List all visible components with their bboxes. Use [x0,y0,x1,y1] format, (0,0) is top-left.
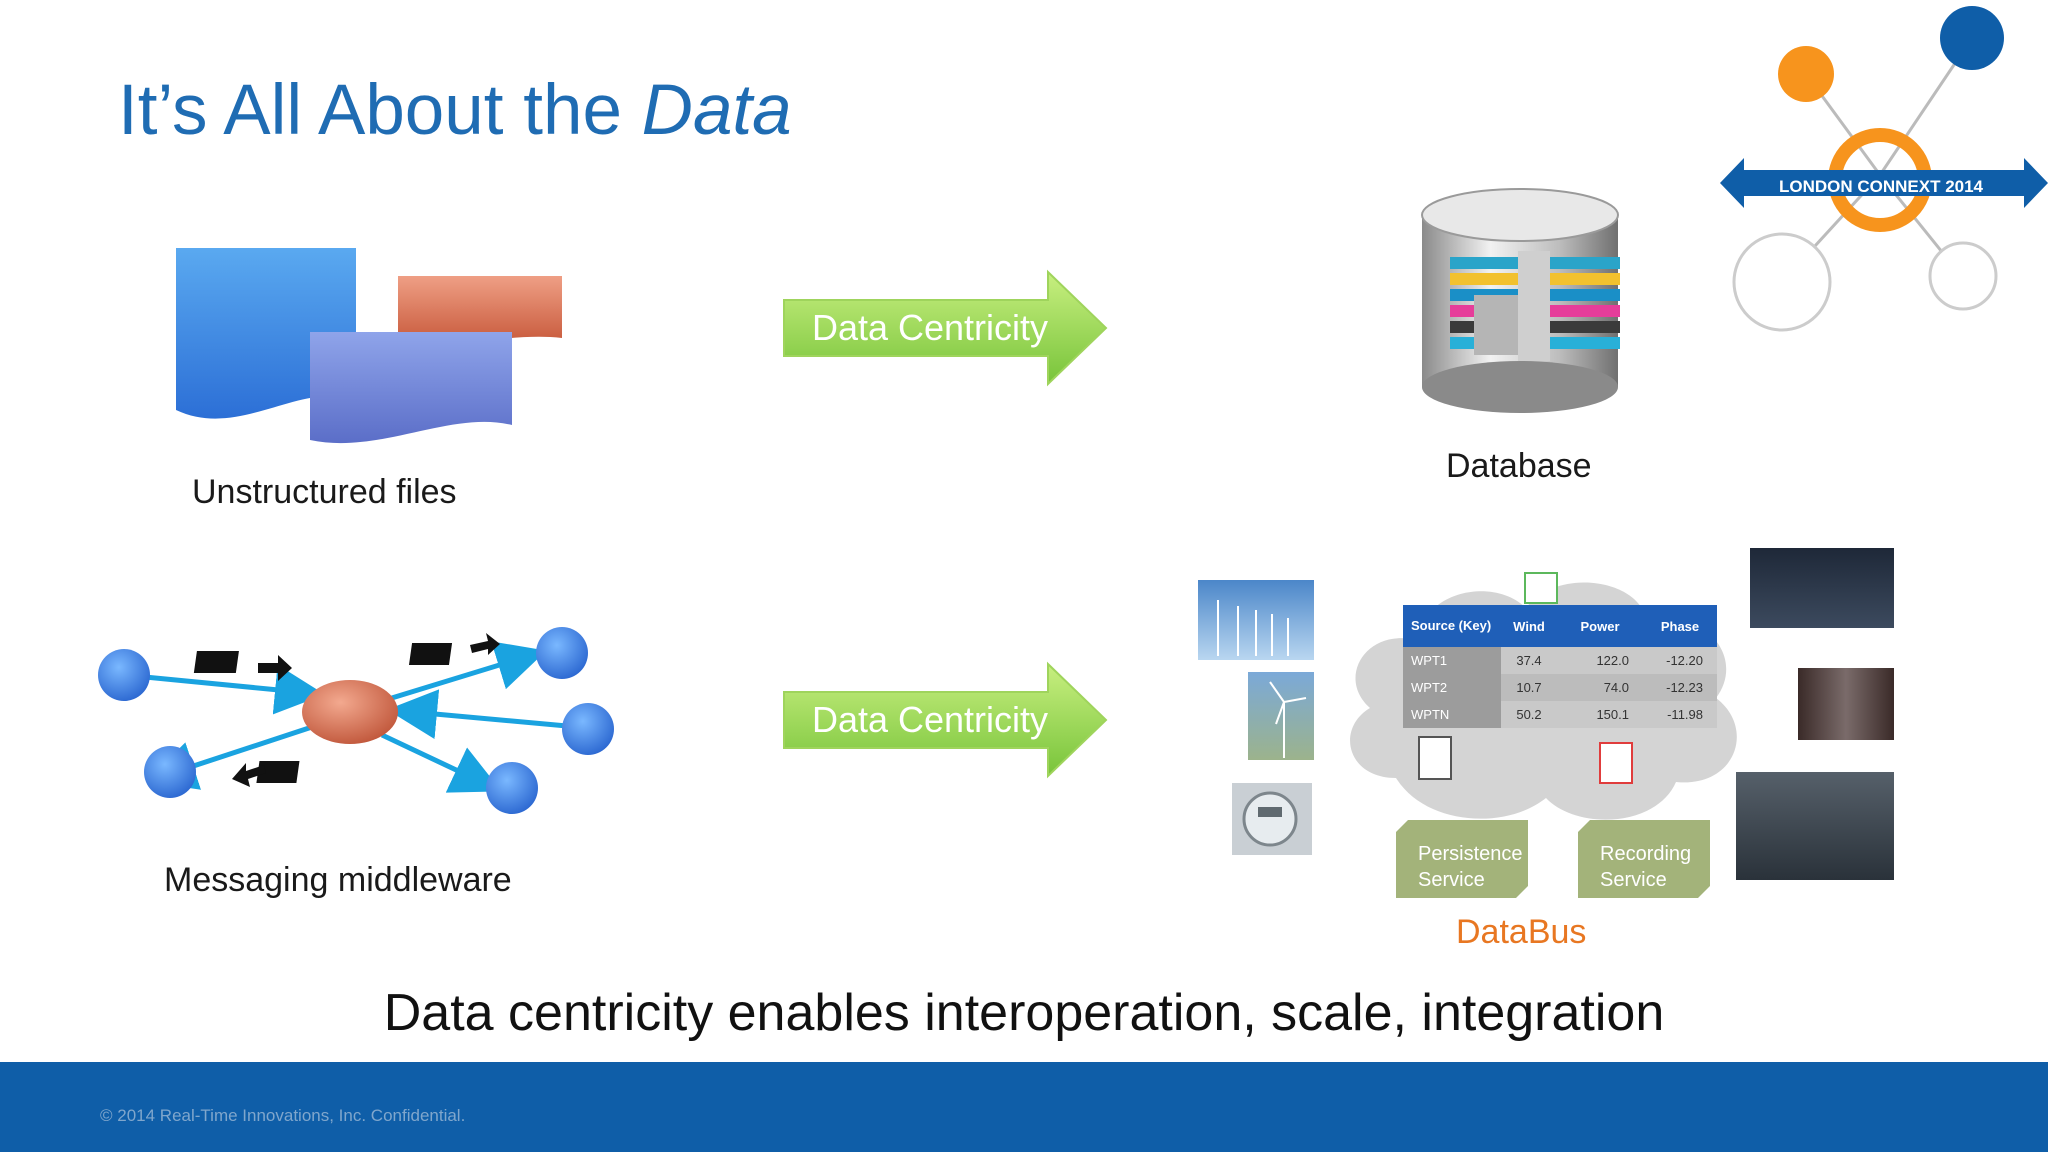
meter-photo [1232,783,1312,855]
title-emphasis: Data [641,71,792,150]
wind-farm-photo [1198,580,1314,660]
table-cell: -12.20 [1643,647,1717,674]
unstructured-files-label: Unstructured files [192,473,457,511]
copyright-text: © 2014 Real-Time Innovations, Inc. Confi… [100,1106,466,1125]
databus-label: DataBus [1456,913,1587,951]
table-cell: 74.0 [1557,674,1643,701]
table-cell: 10.7 [1501,674,1557,701]
table-cell: -11.98 [1643,701,1717,728]
table-header-source: Source (Key) [1411,617,1492,633]
table-cell: WPT2 [1411,680,1448,695]
services-graphic: Persistence Service Recording Service [1396,820,1710,898]
red-sample-icon [1599,742,1633,784]
unstructured-files-icon [176,248,562,444]
table-cell: 150.1 [1557,701,1643,728]
footer-bar [0,1062,2048,1152]
table-row: WPTN 50.2 150.1 -11.98 [1403,701,1717,728]
arrow-label-bottom: Data Centricity [812,699,1048,740]
table-cell: WPT1 [1411,653,1448,668]
slide-tagline: Data centricity enables interoperation, … [383,984,1665,1042]
table-row: WPT1 37.4 122.0 -12.20 [1403,647,1717,674]
messaging-middleware-icon [98,627,614,814]
table-cell: 122.0 [1557,647,1643,674]
data-centricity-arrow-top: Data Centricity [783,269,1108,387]
logo-blue-dot-icon [1940,6,2004,70]
persistence-service-line2: Service [1418,869,1485,891]
green-sample-icon [1524,572,1558,604]
table-header-wind: Wind [1513,618,1545,634]
database-label: Database [1446,447,1592,485]
logo-orange-dot-icon [1778,46,1834,102]
persistence-service-line1: Persistence [1418,843,1523,865]
logo-text: LONDON CONNEXT 2014 [1779,177,1984,196]
table-header-power: Power [1580,618,1620,634]
slide-title: It’s All About the Data [118,71,792,150]
table-cell: WPTN [1411,707,1450,722]
messaging-middleware-label: Messaging middleware [164,861,512,899]
databus-illustration: Source (Key) Wind Power Phase WPT1 37.4 … [1196,540,1896,900]
table-cell: -12.23 [1643,674,1717,701]
table-row: WPT2 10.7 74.0 -12.23 [1403,674,1717,701]
database-icon [1421,188,1620,413]
arrow-label-top: Data Centricity [812,307,1048,348]
table-cell: 50.2 [1501,701,1557,728]
table-header-phase: Phase [1660,618,1700,634]
recording-service-line1: Recording [1600,843,1691,865]
wind-turbine-photo [1248,672,1314,760]
control-room-photo-1 [1750,548,1894,628]
control-room-photo-2 [1736,772,1894,880]
london-connext-logo: LONDON CONNEXT 2014 [1720,6,2048,332]
title-prefix: It’s All About the [118,71,642,150]
recording-service-line2: Service [1600,869,1667,891]
databus-table: Source (Key) Wind Power Phase WPT1 37.4 … [1403,605,1717,728]
dark-sample-icon [1418,736,1452,780]
table-cell: 37.4 [1501,647,1557,674]
data-centricity-arrow-bottom: Data Centricity [783,661,1108,779]
data-center-photo [1798,668,1894,740]
